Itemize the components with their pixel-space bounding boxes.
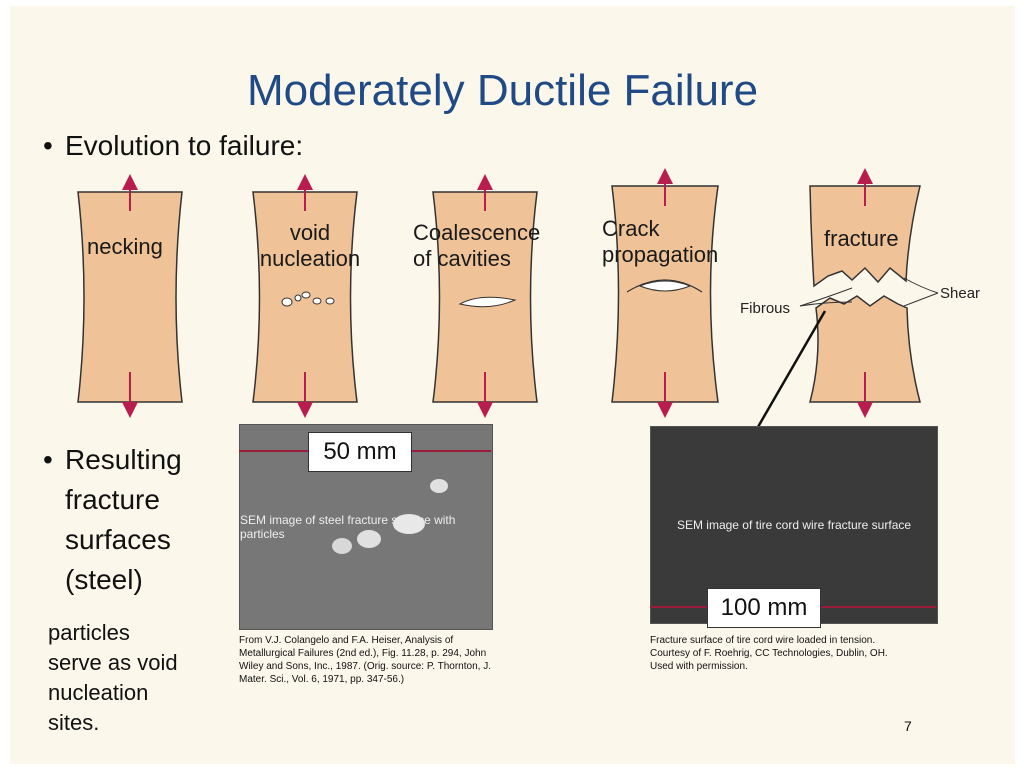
particles-note-line: serve as void bbox=[48, 648, 178, 678]
specimen-void-nucleation bbox=[253, 182, 357, 410]
scale-bar-100: 100 mm bbox=[707, 588, 821, 628]
scale-bar-50: 50 mm bbox=[308, 432, 412, 472]
bullet-resulting: •Resulting fracture surfaces (steel) bbox=[43, 440, 182, 600]
bullet-resulting-line1: •Resulting bbox=[43, 440, 182, 480]
particle bbox=[430, 479, 448, 493]
left-caption-line: Metallurgical Failures (2nd ed.), Fig. 1… bbox=[239, 647, 549, 660]
particle bbox=[332, 538, 352, 554]
particles-note-line: particles bbox=[48, 618, 178, 648]
particles-note-line: nucleation bbox=[48, 678, 178, 708]
right-caption-line: Fracture surface of tire cord wire loade… bbox=[650, 634, 950, 647]
particles-note: particles serve as void nucleation sites… bbox=[48, 618, 178, 738]
slide: Moderately Ductile Failure •Evolution to… bbox=[10, 6, 1015, 764]
right-caption: Fracture surface of tire cord wire loade… bbox=[650, 634, 950, 673]
label-coalescence-line1: Coalescence bbox=[413, 220, 540, 246]
label-coalescence: Coalescence of cavities bbox=[413, 220, 540, 272]
left-caption-line: Wiley and Sons, Inc., 1987. (Orig. sourc… bbox=[239, 660, 549, 673]
bullet-resulting-line2: fracture bbox=[43, 480, 182, 520]
left-caption-line: Mater. Sci., Vol. 6, 1971, pp. 347-56.) bbox=[239, 673, 549, 686]
particle bbox=[393, 514, 425, 534]
left-caption: From V.J. Colangelo and F.A. Heiser, Ana… bbox=[239, 634, 549, 686]
bullet-resulting-line4: (steel) bbox=[43, 560, 182, 600]
left-caption-line: From V.J. Colangelo and F.A. Heiser, Ana… bbox=[239, 634, 549, 647]
bullet-dot: • bbox=[43, 440, 65, 480]
label-void-nucleation-line1: void bbox=[250, 220, 370, 246]
bullet-resulting-line3: surfaces bbox=[43, 520, 182, 560]
label-void-nucleation: void nucleation bbox=[250, 220, 370, 272]
label-fibrous: Fibrous bbox=[740, 300, 790, 317]
page-number: 7 bbox=[904, 718, 912, 734]
label-necking: necking bbox=[87, 234, 163, 260]
label-void-nucleation-line2: nucleation bbox=[250, 246, 370, 272]
label-fracture: fracture bbox=[824, 226, 899, 252]
specimen-crack-propagation bbox=[612, 176, 718, 410]
particle bbox=[357, 530, 381, 548]
label-crack-propagation-line2: propagation bbox=[602, 242, 718, 268]
right-caption-line: Courtesy of F. Roehrig, CC Technologies,… bbox=[650, 647, 950, 660]
label-crack-propagation-line1: Crack bbox=[602, 216, 718, 242]
label-crack-propagation: Crack propagation bbox=[602, 216, 718, 268]
specimen-necking bbox=[78, 182, 182, 410]
evolution-diagram bbox=[10, 6, 1015, 426]
label-coalescence-line2: of cavities bbox=[413, 246, 540, 272]
bullet-resulting-text-1: Resulting bbox=[65, 444, 182, 475]
particles-note-line: sites. bbox=[48, 708, 178, 738]
right-caption-line: Used with permission. bbox=[650, 660, 950, 673]
specimen-coalescence bbox=[433, 182, 537, 410]
label-shear: Shear bbox=[940, 285, 980, 302]
